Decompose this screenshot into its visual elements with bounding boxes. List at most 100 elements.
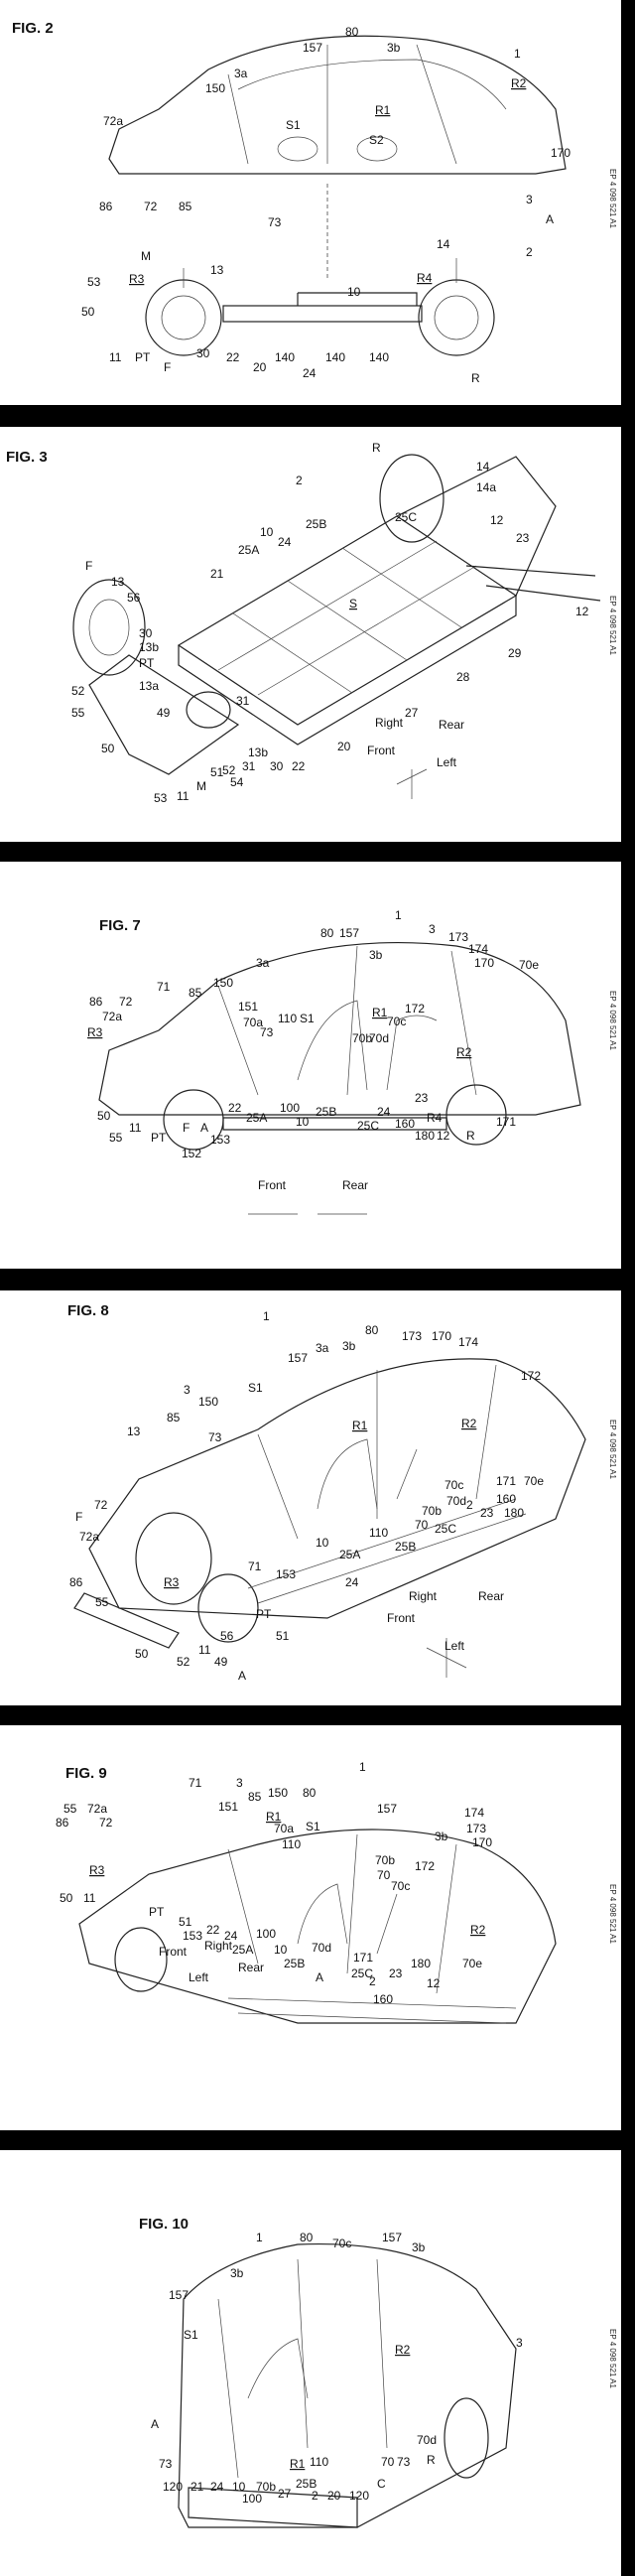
fig3-label: 14a bbox=[476, 480, 496, 494]
fig8-label: 85 bbox=[167, 1411, 181, 1424]
fig2-label: 157 bbox=[303, 41, 322, 55]
fig9-label: 2 bbox=[369, 1974, 376, 1988]
fig7-label: 10 bbox=[296, 1115, 310, 1129]
fig9-label: 173 bbox=[466, 1822, 486, 1835]
fig7-label: 50 bbox=[97, 1109, 111, 1123]
fig7-label: 22 bbox=[228, 1101, 242, 1115]
fig2-label: 13 bbox=[210, 263, 224, 277]
front-wheel-hub bbox=[161, 295, 206, 340]
fig8-label: 160 bbox=[496, 1492, 516, 1506]
fig8-label: 170 bbox=[432, 1329, 451, 1343]
rear-wheel bbox=[444, 2397, 489, 2479]
fig9-label: 110 bbox=[282, 1837, 301, 1851]
fig7-label: 110 bbox=[278, 1012, 297, 1025]
figure-2-sheet: FIG. 2 EP 4 098 521 A1 1 80 157 3b 3a 15… bbox=[0, 0, 621, 405]
fig2-label: 85 bbox=[179, 200, 192, 213]
fig2-label: R2 bbox=[511, 76, 527, 90]
fig10-label: 157 bbox=[382, 2231, 402, 2244]
fig7-label: PT bbox=[151, 1131, 167, 1145]
fig8-label: 11 bbox=[198, 1643, 211, 1657]
fig9-label: R3 bbox=[89, 1863, 105, 1877]
fig3-label: 30 bbox=[270, 759, 284, 773]
fig7-label: 11 bbox=[129, 1121, 142, 1135]
fig9-label: 10 bbox=[274, 1943, 288, 1957]
fig8-label: Front bbox=[387, 1611, 416, 1625]
fig7-label: 70b bbox=[352, 1031, 372, 1045]
fig7-label: R1 bbox=[372, 1006, 388, 1019]
fig7-label: 1 bbox=[395, 908, 402, 922]
fig7-label: 151 bbox=[238, 1000, 258, 1014]
fig7-label: 157 bbox=[339, 926, 359, 940]
fig7-label: 85 bbox=[189, 986, 202, 1000]
fig9-label: 72 bbox=[99, 1816, 113, 1830]
fig3-label: 12 bbox=[490, 513, 504, 527]
figure-8-title: FIG. 8 bbox=[67, 1302, 109, 1319]
fig7-label: 3 bbox=[429, 922, 436, 936]
front-wheel bbox=[72, 579, 146, 676]
fig3-label: 29 bbox=[508, 646, 522, 660]
fig7-label: 70c bbox=[387, 1015, 406, 1028]
fig9-label: 50 bbox=[60, 1891, 73, 1905]
pillar-lines bbox=[227, 1833, 457, 1994]
fig7-label: 152 bbox=[182, 1147, 201, 1160]
figure-2-side-text: EP 4 098 521 A1 bbox=[608, 169, 617, 228]
fig8-label: 171 bbox=[496, 1474, 516, 1488]
fig10-label: 21 bbox=[190, 2480, 204, 2494]
fig10-label: 1 bbox=[256, 2231, 263, 2244]
figure-2-drawing: 1 80 157 3b 3a 150 R1 R2 72a S1 S2 170 8… bbox=[81, 25, 571, 385]
fig3-label: 52 bbox=[71, 684, 85, 698]
car-body-outline bbox=[178, 2242, 517, 2528]
fig7-label: 153 bbox=[210, 1133, 230, 1147]
fig9-label: 70a bbox=[274, 1822, 294, 1835]
fig2-label: 11 bbox=[109, 350, 122, 364]
fig8-label: 52 bbox=[177, 1655, 190, 1669]
fig10-label: 70d bbox=[417, 2433, 437, 2447]
figure-10-side-text: EP 4 098 521 A1 bbox=[608, 2329, 617, 2388]
fig2-label: 10 bbox=[347, 285, 361, 299]
fig8-label: 3 bbox=[184, 1383, 190, 1397]
fig3-label: 51 bbox=[210, 765, 224, 779]
battery-frame bbox=[222, 305, 423, 323]
fig10-label: 27 bbox=[278, 2487, 292, 2501]
fig9-label: 150 bbox=[268, 1786, 288, 1800]
fig2-label: 3b bbox=[387, 41, 401, 55]
fig9-label: 70b bbox=[375, 1853, 395, 1867]
fig9-label: 80 bbox=[303, 1786, 317, 1800]
car-body-outline bbox=[88, 1358, 586, 1619]
fig2-label: F bbox=[164, 360, 171, 374]
fig9-label: 12 bbox=[427, 1976, 441, 1990]
fig9-label: Left bbox=[189, 1970, 209, 1984]
rear-wheel bbox=[418, 279, 495, 356]
fig3-label: Right bbox=[375, 716, 404, 730]
fig2-label: 72 bbox=[144, 200, 158, 213]
fig7-label: 3b bbox=[369, 948, 383, 962]
fig9-label: Front bbox=[159, 1945, 188, 1959]
car-body-outline bbox=[98, 941, 581, 1116]
fig8-label: PT bbox=[256, 1607, 272, 1621]
fig8-label: Right bbox=[409, 1589, 438, 1603]
front-wheel-hub bbox=[88, 599, 130, 656]
fig9-label: S1 bbox=[306, 1820, 320, 1833]
fig2-label: PT bbox=[135, 350, 151, 364]
fig3-label: 56 bbox=[127, 591, 141, 605]
fig7-label: 172 bbox=[405, 1002, 425, 1016]
fig2-label: 14 bbox=[437, 237, 450, 251]
fig8-label: F bbox=[75, 1510, 82, 1524]
figure-3-title: FIG. 3 bbox=[6, 449, 48, 466]
fig9-label: R2 bbox=[470, 1923, 486, 1937]
fig3-label: 55 bbox=[71, 706, 85, 720]
fig8-label: 24 bbox=[345, 1575, 359, 1589]
fig9-label: 157 bbox=[377, 1802, 397, 1816]
fig9-label: 11 bbox=[83, 1891, 96, 1905]
fig7-label: 25C bbox=[357, 1119, 379, 1133]
fig2-label: 140 bbox=[275, 350, 295, 364]
fig2-label: 53 bbox=[87, 275, 101, 289]
fig8-label: 49 bbox=[214, 1655, 228, 1669]
seats bbox=[297, 1000, 438, 1091]
car-body-outline bbox=[78, 1829, 557, 2024]
rear-subframe bbox=[396, 456, 557, 597]
fig2-label: 80 bbox=[345, 25, 359, 39]
fig2-label: 1 bbox=[514, 47, 521, 61]
seats bbox=[317, 1438, 418, 1510]
fig2-label: 20 bbox=[253, 360, 267, 374]
